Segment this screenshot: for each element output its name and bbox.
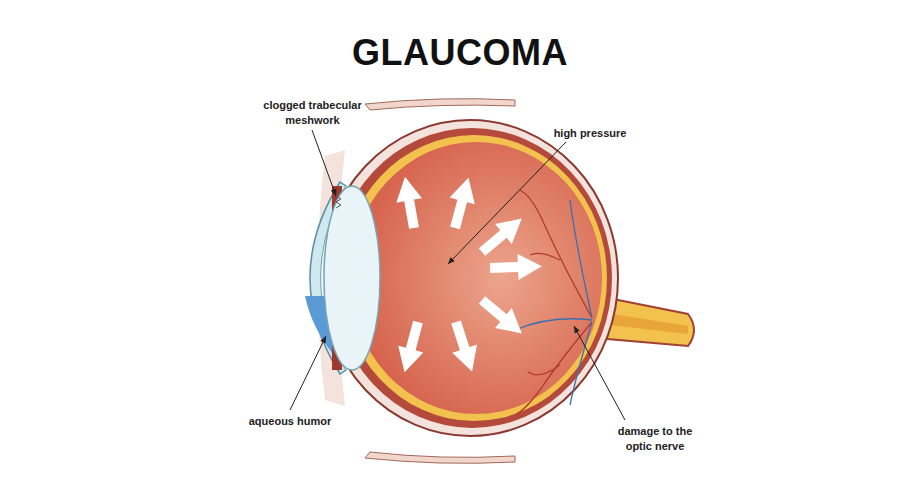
eyelid <box>365 452 515 463</box>
vitreous-body <box>350 142 602 414</box>
diagram-title: GLAUCOMA <box>0 32 920 74</box>
blood-vessels <box>515 190 592 415</box>
leader-lines <box>290 130 625 420</box>
callout-label: damage to the optic nerve <box>605 424 705 454</box>
sclera <box>322 120 618 436</box>
lens <box>324 186 380 370</box>
callout-label: aqueous humor <box>235 414 345 429</box>
callout-label: high pressure <box>535 126 645 141</box>
callout-label: clogged trabecular meshwork <box>250 98 375 128</box>
retina <box>341 135 607 421</box>
trabecular-meshwork <box>336 196 341 208</box>
pressure-arrows <box>392 174 542 375</box>
eyelid <box>365 99 515 110</box>
